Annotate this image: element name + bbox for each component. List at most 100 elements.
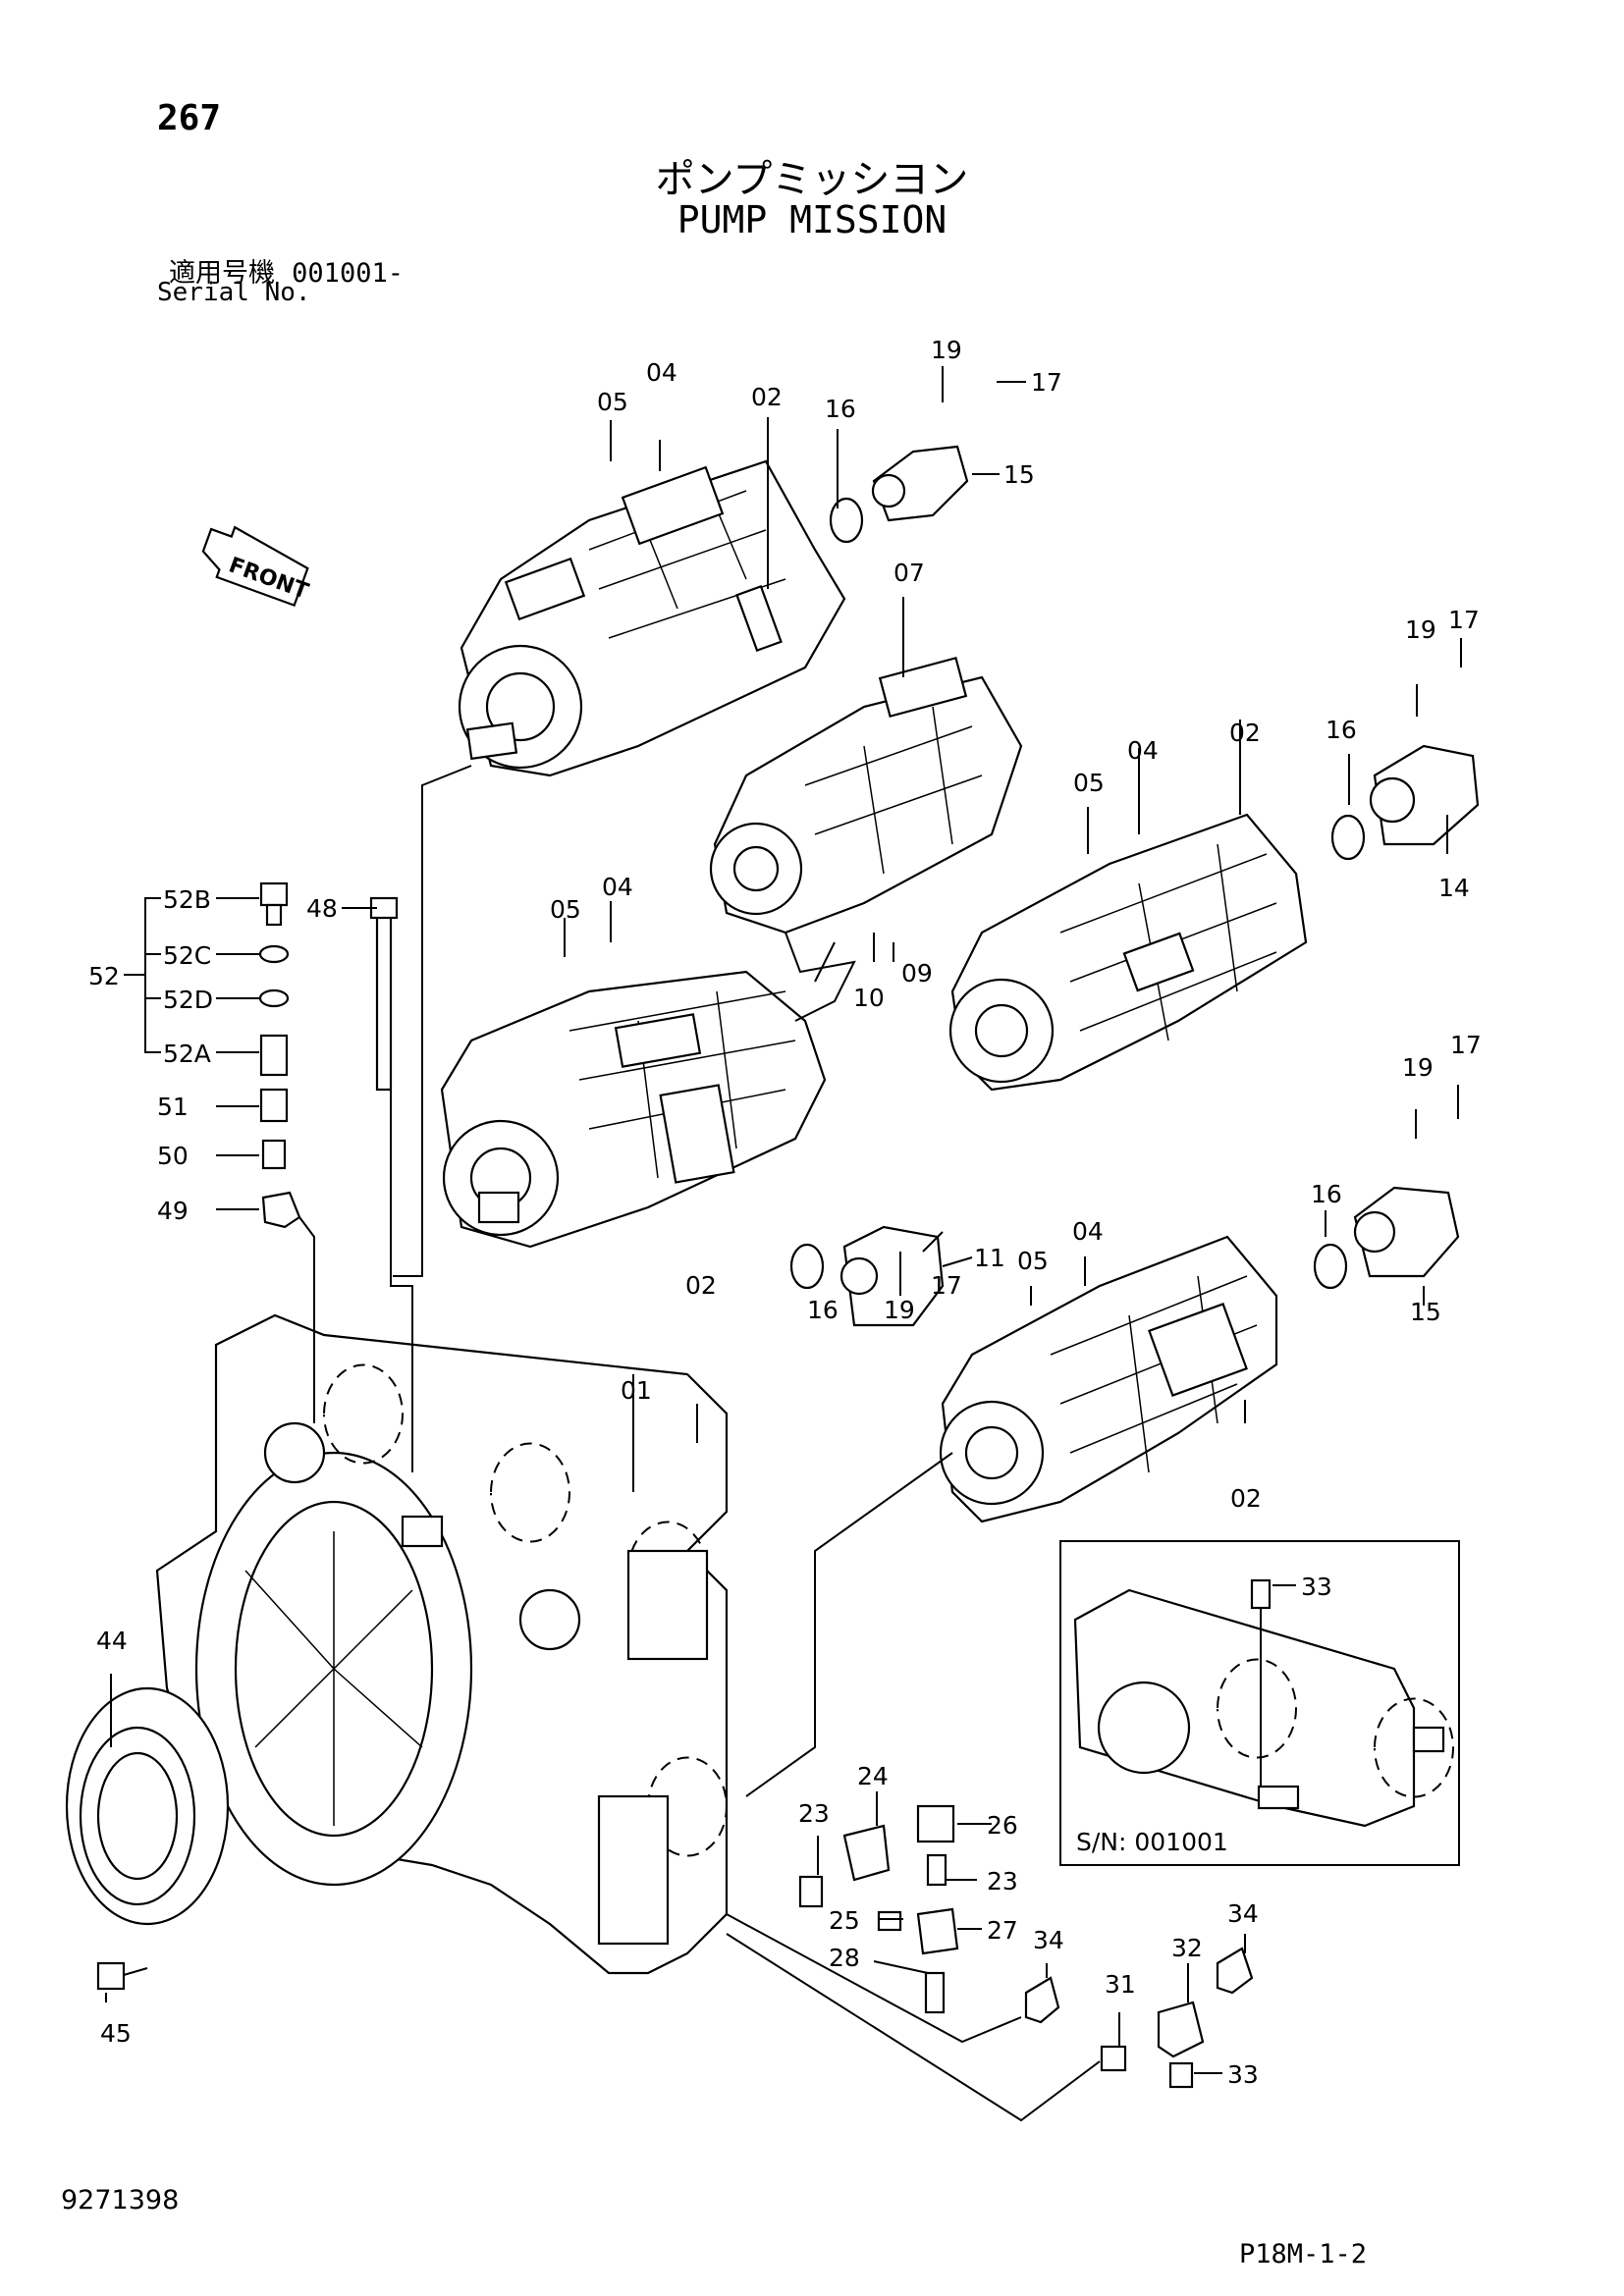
callout-labels: 01 02 02 02 02 04 04 04 04 05 05 05 05 0… (88, 336, 1482, 2089)
callout-16: 16 (807, 1296, 839, 1324)
callout-25: 25 (829, 1906, 860, 1935)
callout-19: 19 (1402, 1053, 1434, 1082)
callout-05: 05 (1073, 769, 1105, 797)
callout-52B: 52B (163, 885, 211, 914)
flange-44 (65, 1686, 230, 1926)
serial-label-japanese: 適用号機 001001- (169, 251, 404, 290)
o-ring-16-b (1330, 814, 1366, 861)
elbow-49 (261, 1191, 301, 1229)
callout-14: 14 (1438, 874, 1470, 902)
inset-serial-caption: S/N: 001001 (1076, 1828, 1228, 1856)
callout-50: 50 (157, 1142, 189, 1170)
fitting-31 (1100, 2045, 1127, 2072)
fitting-52A (259, 1034, 289, 1077)
callout-16: 16 (1326, 716, 1357, 744)
plug-33-b (1168, 2061, 1194, 2089)
callout-52A: 52A (163, 1040, 211, 1068)
pump-assembly-left (440, 970, 827, 1249)
callout-26: 26 (987, 1811, 1018, 1840)
callout-01: 01 (621, 1376, 652, 1405)
pump-assembly-right (948, 813, 1308, 1092)
plug-25 (877, 1910, 902, 1932)
front-arrow-icon: FRONT (201, 525, 311, 608)
callout-44: 44 (96, 1627, 128, 1655)
callout-04: 04 (602, 873, 633, 901)
callout-34: 34 (1033, 1926, 1064, 1954)
callout-11: 11 (974, 1244, 1005, 1272)
callout-04: 04 (646, 358, 677, 387)
callout-04: 04 (1127, 736, 1159, 765)
elbow-34-a (1024, 1976, 1060, 2024)
washer-52D (258, 988, 290, 1008)
gear-pump-15-lower (1353, 1186, 1460, 1278)
nipple-28 (924, 1971, 946, 2014)
bolt-52B (259, 881, 289, 907)
elbow-32 (1157, 2001, 1205, 2058)
callout-52C: 52C (163, 941, 211, 970)
callout-19: 19 (931, 336, 962, 364)
tee-27 (916, 1907, 959, 1955)
bolt-52B-shank (265, 903, 283, 927)
nut-51 (259, 1088, 289, 1123)
callout-33: 33 (1301, 1573, 1332, 1601)
callout-28: 28 (829, 1944, 860, 1972)
callout-52: 52 (88, 962, 120, 990)
pump-assembly-07 (709, 656, 1023, 934)
callout-34: 34 (1227, 1899, 1259, 1928)
callout-17: 17 (1448, 606, 1480, 634)
bolt-45 (96, 1961, 148, 1991)
pump-mission-housing (155, 1313, 729, 1975)
callout-17: 17 (1031, 368, 1062, 397)
elbow-34-b (1216, 1947, 1254, 1995)
plug-50 (261, 1139, 287, 1170)
o-ring-16-c (789, 1243, 825, 1290)
title-japanese: ポンプミッシヨン (655, 157, 969, 202)
callout-09: 09 (901, 959, 933, 988)
callout-15: 15 (1410, 1298, 1441, 1326)
gear-pump-14 (1369, 744, 1480, 846)
callout-17: 17 (931, 1271, 962, 1300)
level-gauge-48 (375, 911, 393, 1092)
callout-33: 33 (1227, 2060, 1259, 2089)
callout-19: 19 (1405, 615, 1436, 644)
callout-04: 04 (1072, 1217, 1104, 1246)
callout-02: 02 (751, 383, 783, 411)
pump-assembly-top (458, 459, 846, 777)
callout-32: 32 (1171, 1934, 1203, 1962)
callout-17: 17 (1450, 1031, 1482, 1059)
elbow-26 (916, 1804, 955, 1843)
o-ring-16-d (1313, 1243, 1348, 1290)
o-ring-16-a (829, 497, 864, 544)
inset-detail-box: S/N: 001001 (1059, 1540, 1460, 1866)
page-number: 267 (157, 98, 222, 138)
callout-05: 05 (550, 895, 581, 924)
sheet-code: P18M-1-2 (1239, 2239, 1368, 2269)
serial-label-jp: 適用号機 (169, 258, 275, 289)
gear-pump-11 (839, 1225, 945, 1327)
fitting-23-a (798, 1875, 824, 1908)
serial-label-english: Serial No. (157, 278, 311, 307)
gear-pump-15-top (871, 445, 969, 522)
callout-02: 02 (1230, 1484, 1262, 1513)
valve-24 (842, 1824, 891, 1882)
drawing-number: 9271398 (61, 2185, 180, 2216)
callout-02: 02 (1229, 719, 1261, 747)
callout-23: 23 (987, 1867, 1018, 1896)
callout-23: 23 (798, 1799, 830, 1828)
callout-07: 07 (893, 559, 925, 587)
title-english: PUMP MISSION (677, 198, 947, 241)
callout-31: 31 (1105, 1970, 1136, 1999)
callout-02: 02 (685, 1271, 717, 1300)
callout-16: 16 (825, 395, 856, 423)
callout-16: 16 (1311, 1180, 1342, 1208)
callout-27: 27 (987, 1916, 1018, 1945)
serial-value: 001001- (292, 258, 404, 289)
pump-assembly-lower-right (939, 1235, 1278, 1523)
callout-52D: 52D (163, 986, 213, 1014)
callout-45: 45 (100, 2019, 132, 2048)
callout-05: 05 (1017, 1247, 1049, 1275)
callout-24: 24 (857, 1762, 889, 1790)
callout-49: 49 (157, 1197, 189, 1225)
callout-05: 05 (597, 388, 628, 416)
